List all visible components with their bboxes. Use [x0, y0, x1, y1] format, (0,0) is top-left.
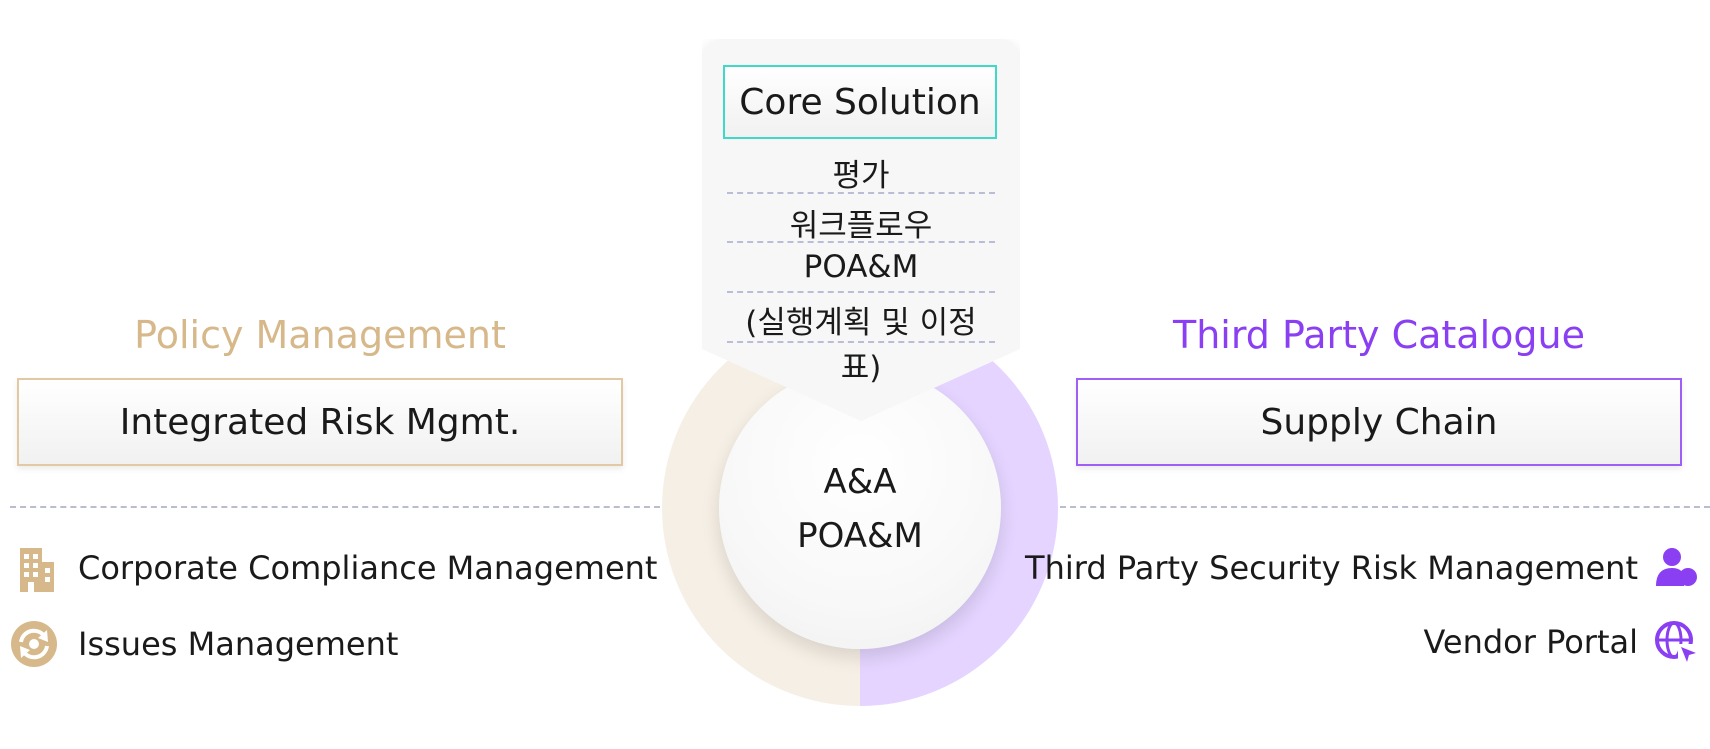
- core-item-poam: POA&M: [803, 249, 919, 285]
- feature-vendor-portal: Vendor Portal: [1423, 620, 1698, 664]
- cycle-icon: [10, 620, 58, 668]
- core-separator: [727, 341, 995, 343]
- core-separator: [727, 291, 995, 293]
- core-solution-title: Core Solution: [723, 65, 997, 139]
- feature-issues-management: Issues Management: [10, 620, 398, 668]
- integrated-risk-box: Integrated Risk Mgmt.: [17, 378, 623, 466]
- feature-label: Issues Management: [78, 625, 399, 663]
- policy-management-heading: Policy Management: [134, 313, 506, 357]
- core-item-assessment: 평가: [832, 158, 890, 194]
- feature-third-party-security: Third Party Security Risk Management: [1025, 546, 1698, 590]
- center-line-poam: POA&M: [797, 516, 923, 556]
- center-line-aa: A&A: [823, 462, 897, 502]
- core-separator: [727, 192, 995, 194]
- core-item-plan-milestones: (실행계획 및 이정표): [745, 305, 977, 386]
- feature-label: Corporate Compliance Management: [78, 549, 658, 587]
- core-separator: [727, 241, 995, 243]
- left-divider: [10, 506, 660, 508]
- center-label: A&A POA&M: [719, 455, 1001, 563]
- core-item-workflow: 워크플로우: [789, 208, 933, 244]
- supply-chain-box: Supply Chain: [1076, 378, 1682, 466]
- users-icon: [1654, 546, 1698, 590]
- feature-label: Third Party Security Risk Management: [1025, 549, 1638, 587]
- right-divider: [1060, 506, 1710, 508]
- globe-cursor-icon: [1654, 620, 1698, 664]
- feature-corporate-compliance: Corporate Compliance Management: [14, 546, 658, 592]
- building-icon: [14, 546, 58, 592]
- third-party-catalogue-heading: Third Party Catalogue: [1173, 313, 1585, 357]
- feature-label: Vendor Portal: [1423, 623, 1638, 661]
